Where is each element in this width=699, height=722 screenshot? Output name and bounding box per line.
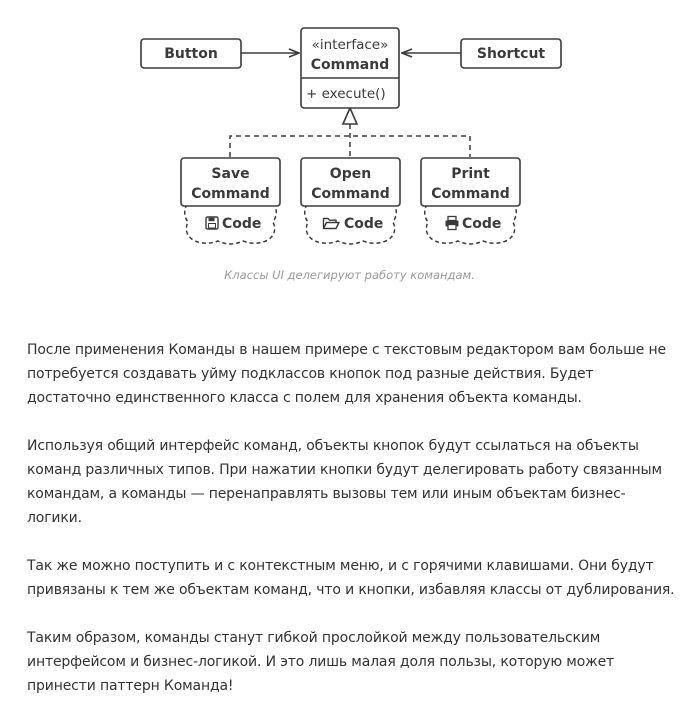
shortcut-label: Shortcut [477,46,546,62]
open-code-cloud [304,203,397,245]
open-command-box: Open Command Code [300,157,401,245]
folder-open-icon [322,217,340,230]
button-label: Button [164,46,218,62]
print-code-label: Code [462,216,501,232]
article-body: После применения Команды в нашем примере… [27,338,677,722]
command-interface-box: «interface» Command + execute() [300,27,400,109]
open-command-line2: Command [311,186,390,202]
save-code-cloud [184,203,277,245]
realization-arrowhead [341,106,359,125]
save-command-line2: Command [191,186,270,202]
open-code-label: Code [344,216,383,232]
print-command-box: Print Command Code [420,157,521,245]
command-name: Command [311,57,390,73]
command-method: + execute() [306,86,386,102]
shortcut-class-box: Shortcut [460,38,562,69]
realization-connectors [229,124,471,157]
paragraph: Используя общий интерфейс команд, объект… [27,438,662,526]
open-command-line1: Open [330,166,371,182]
figure-caption: Классы UI делегируют работу командам. [224,268,475,282]
floppy-disk-icon [205,216,219,230]
print-code-cloud [424,203,517,245]
print-command-line1: Print [451,166,490,182]
paragraph: После применения Команды в нашем примере… [27,342,666,406]
save-code-label: Code [222,216,261,232]
printer-icon [445,215,459,231]
paragraph: Таким образом, команды станут гибкой про… [27,630,615,694]
class-diagram: Button Shortcut «interface» Command + ex… [140,27,562,245]
command-stereotype: «interface» [312,37,389,53]
print-command-line2: Command [431,186,510,202]
button-class-box: Button [140,38,242,69]
paragraph: Так же можно поступить и с контекстным м… [27,558,675,598]
save-command-line1: Save [211,166,249,182]
save-command-box: Save Command Code [180,157,281,245]
